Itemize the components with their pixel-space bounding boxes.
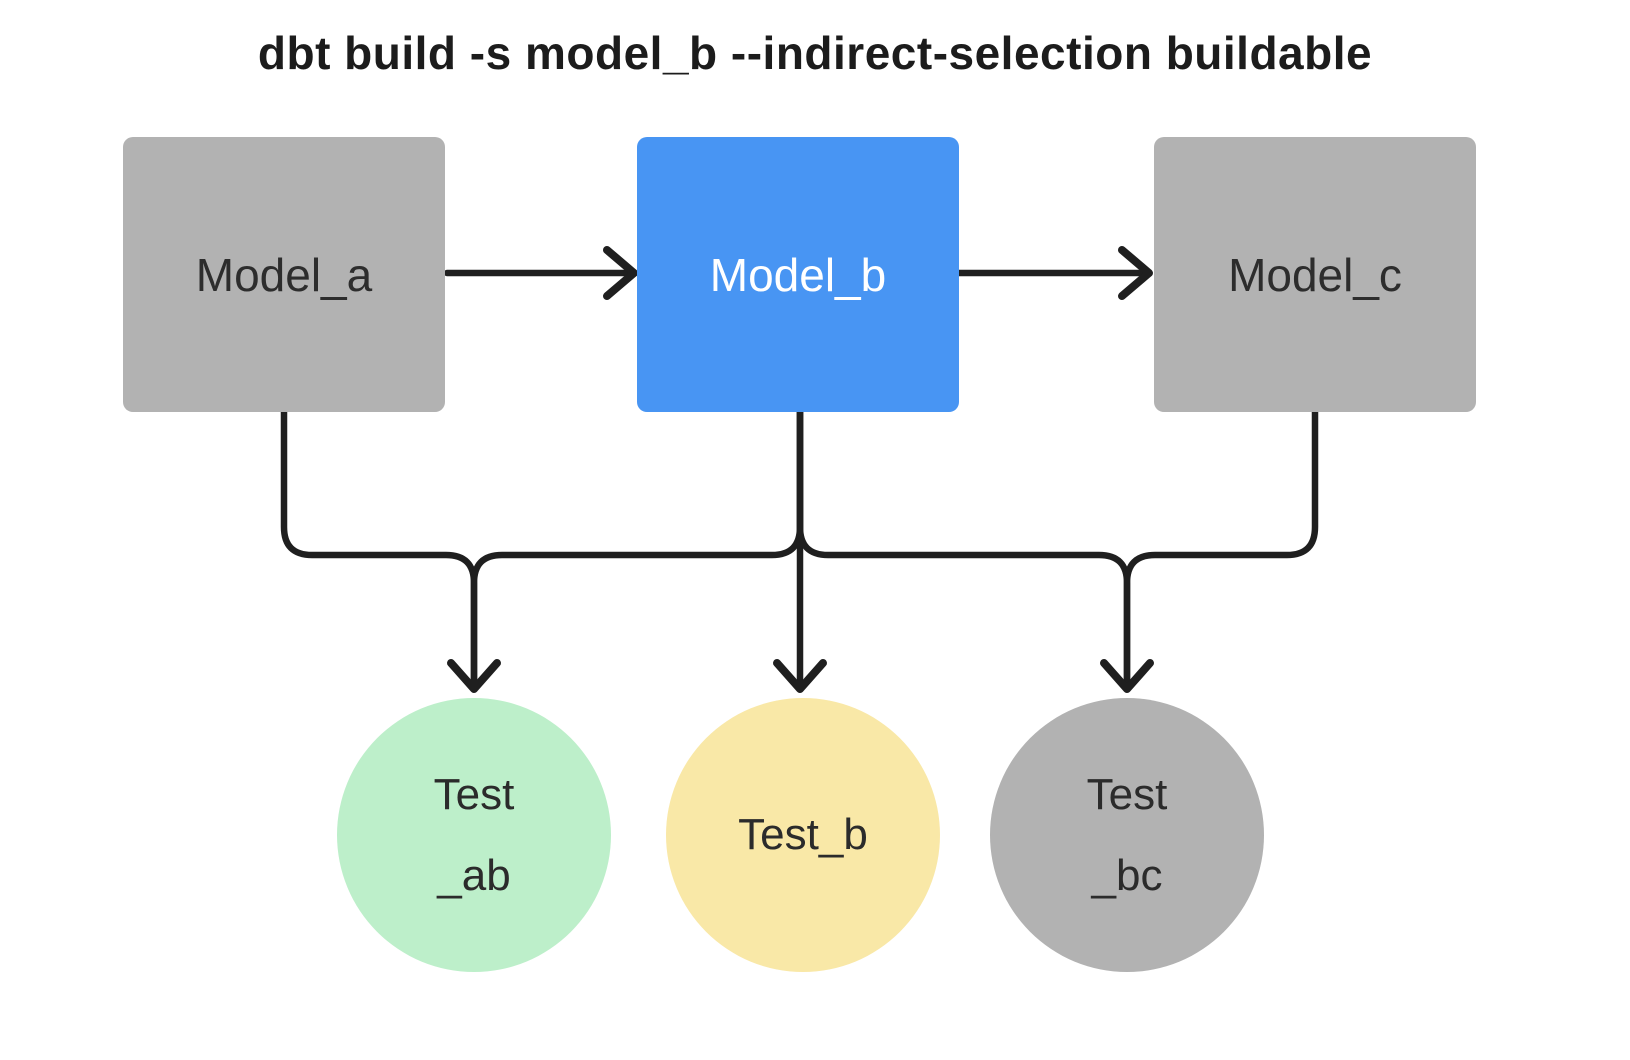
edge-model_c-test_bc <box>1123 405 1319 687</box>
arrowhead-test_b <box>773 659 827 693</box>
node-model_a-label: Model_a <box>195 248 373 301</box>
arrowhead-model_b-left <box>603 246 638 300</box>
edge-model_a-test_ab <box>280 405 478 687</box>
node-test_b-label: Test_b <box>738 810 868 860</box>
node-test_b: Test_b <box>666 698 940 972</box>
arrowhead-test_ab <box>447 659 501 693</box>
arrowhead-test_bc <box>1100 659 1154 693</box>
node-model_b-label: Model_b <box>709 248 887 301</box>
node-model_c: Model_c <box>1154 137 1476 412</box>
node-test_bc: Test _bc <box>990 698 1264 972</box>
node-test_ab: Test _ab <box>337 698 611 972</box>
node-model_b-selected: Model_b <box>637 137 959 412</box>
node-test_bc-label: Test _bc <box>1086 769 1168 900</box>
arrowhead-model_c-left <box>1118 246 1153 300</box>
edge-model_a-model_b <box>443 246 638 300</box>
edge-model_b-model_c <box>955 246 1153 300</box>
edge-model_b-test_ab <box>470 405 804 687</box>
node-test_ab-label: Test _ab <box>433 769 515 900</box>
node-model_c-label: Model_c <box>1228 248 1402 301</box>
diagram-title: dbt build -s model_b --indirect-selectio… <box>257 27 1373 79</box>
node-model_a: Model_a <box>123 137 445 412</box>
edge-model_b-test_bc <box>796 405 1131 687</box>
